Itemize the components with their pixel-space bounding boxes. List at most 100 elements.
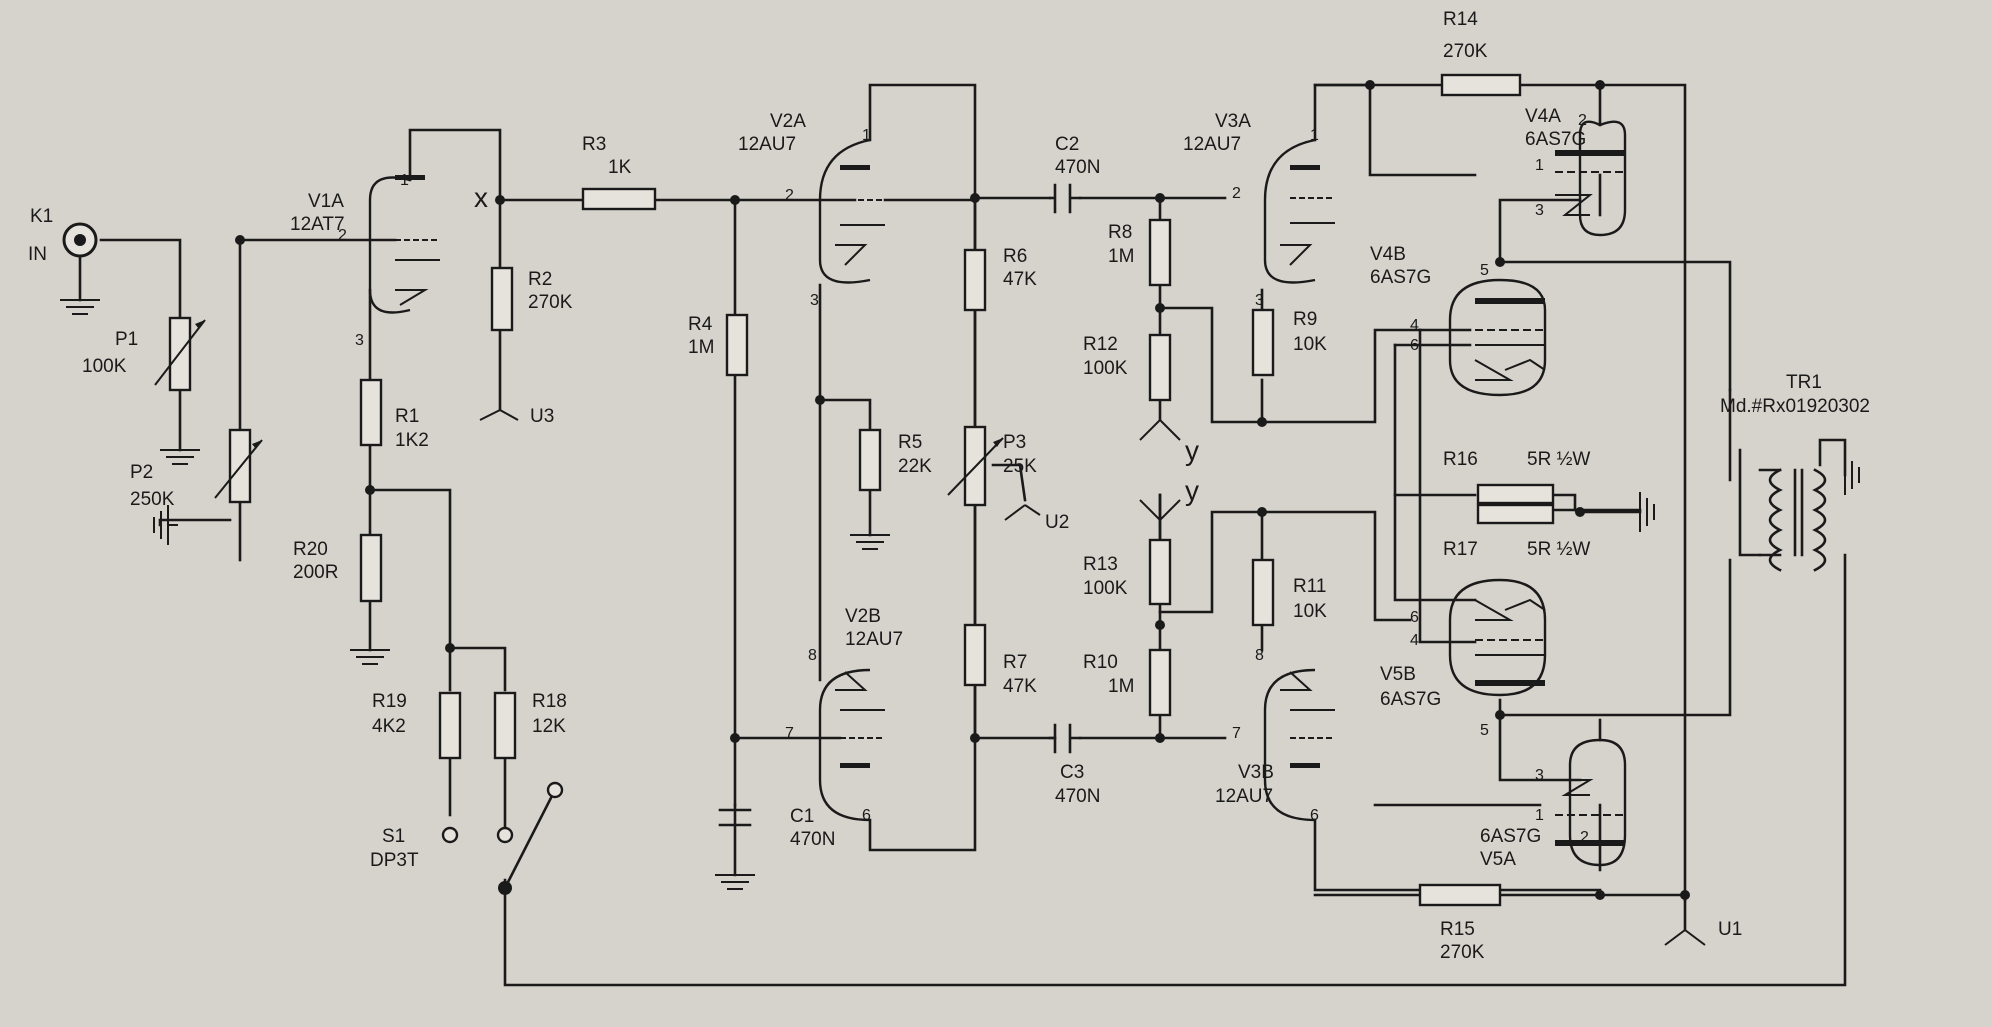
resistor-R2: [490, 266, 514, 332]
ground-icon: [350, 649, 390, 665]
label-R17-value: 5R ½W: [1527, 539, 1590, 560]
label-R18-ref: R18: [532, 691, 567, 712]
label-V2B-ref: V2B: [845, 606, 881, 627]
resistor-R14: [1440, 73, 1522, 97]
label-R19-value: 4K2: [372, 716, 406, 737]
tube-V5A: [1555, 738, 1627, 867]
label-C2-value: 470N: [1055, 157, 1100, 178]
label-C1-value: 470N: [790, 829, 835, 850]
label-R19-ref: R19: [372, 691, 407, 712]
label-TR1-value: Md.#Rx01920302: [1720, 396, 1870, 417]
pin-label: 3: [810, 292, 819, 309]
label-R3-value: 1K: [608, 157, 632, 178]
pin-label: 2: [785, 187, 794, 204]
label-C3-ref: C3: [1060, 762, 1084, 783]
label-R3-ref: R3: [582, 134, 606, 155]
label-R1-ref: R1: [395, 406, 419, 427]
tube-V4B: [1448, 278, 1547, 397]
pin-label: 6: [862, 807, 871, 824]
label-V2B-value: 12AU7: [845, 629, 903, 650]
pin-label: 4: [1410, 317, 1419, 334]
pin-label: 3: [355, 332, 364, 349]
label-R7-value: 47K: [1003, 676, 1037, 697]
label-R4-value: 1M: [688, 337, 714, 358]
capacitor-C3: [1048, 723, 1082, 754]
label-P3-value: 25K: [1003, 456, 1037, 477]
label-V3A-ref: V3A: [1215, 111, 1251, 132]
label-R10-value: 1M: [1108, 676, 1134, 697]
ground-icon: [1639, 492, 1655, 532]
label-R7-ref: R7: [1003, 652, 1027, 673]
label-R15-value: 270K: [1440, 942, 1485, 963]
capacitors: [718, 183, 1082, 827]
label-R16-value: 5R ½W: [1527, 449, 1590, 470]
label-V5A-value: 6AS7G: [1480, 826, 1541, 847]
resistor-R16: [1476, 483, 1555, 505]
pot-arrows: [154, 319, 1004, 499]
resistor-R5: [858, 428, 882, 492]
pin-label: 5: [1480, 722, 1489, 739]
ground-icon: [60, 299, 100, 315]
label-net-x: x: [474, 182, 488, 213]
label-R5-value: 22K: [898, 456, 932, 477]
tube-V2B: [818, 668, 885, 822]
tube-V4A: [1555, 120, 1627, 237]
label-V4A-ref: V4A: [1525, 106, 1561, 127]
label-R20-value: 200R: [293, 562, 338, 583]
label-P2-value: 250K: [130, 489, 175, 510]
label-S1-value: DP3T: [370, 850, 419, 871]
tube-V2A: [818, 138, 885, 284]
switch-S1: [441, 781, 564, 895]
pin-label: 2: [1580, 829, 1589, 846]
label-P3-ref: P3: [1003, 432, 1026, 453]
label-P1-value: 100K: [82, 356, 127, 377]
pin-label: 3: [1255, 292, 1264, 309]
junctions: [235, 80, 1690, 900]
pin-label: 5: [1480, 262, 1489, 279]
resistor-R20: [359, 533, 383, 603]
pin-label: 1: [1535, 807, 1544, 824]
label-R12-value: 100K: [1083, 358, 1128, 379]
label-R10-ref: R10: [1083, 652, 1118, 673]
pin-label: 1: [862, 127, 871, 144]
label-R16-ref: R16: [1443, 449, 1478, 470]
tube-V5B: [1448, 578, 1547, 697]
pin-label: 7: [785, 725, 794, 742]
label-P1-ref: P1: [115, 329, 138, 350]
resistor-R3: [581, 187, 657, 211]
label-C1-ref: C1: [790, 806, 814, 827]
label-V3B-ref: V3B: [1238, 762, 1274, 783]
label-R8-ref: R8: [1108, 222, 1132, 243]
label-R11-value: 10K: [1293, 601, 1327, 622]
wires: [78, 83, 1847, 987]
resistor-R17: [1476, 503, 1555, 525]
labels: K1 IN P1 100K P2 250K V1A 12AT7 2 1 3 x …: [28, 9, 1870, 963]
label-V1A-ref: V1A: [308, 191, 344, 212]
label-R15-ref: R15: [1440, 919, 1475, 940]
jack-K1: [62, 222, 98, 258]
label-R9-value: 10K: [1293, 334, 1327, 355]
label-R5-ref: R5: [898, 432, 922, 453]
pin-label: 3: [1535, 202, 1544, 219]
resistor-R13: [1148, 538, 1172, 606]
pin-label: 8: [808, 647, 817, 664]
label-R9-ref: R9: [1293, 309, 1317, 330]
resistor-R10: [1148, 648, 1172, 717]
resistor-R11: [1251, 558, 1275, 627]
label-R14-value: 270K: [1443, 41, 1488, 62]
label-R8-value: 1M: [1108, 246, 1134, 267]
pin-label: 3: [1535, 767, 1544, 784]
resistor-R1: [359, 378, 383, 447]
pin-label: 8: [1255, 647, 1264, 664]
label-net-U1: U1: [1718, 919, 1742, 940]
tube-V3A: [1263, 138, 1335, 284]
label-net-y-top: y: [1185, 435, 1199, 466]
tubes: [368, 120, 1627, 867]
transformer-TR1: [1758, 468, 1827, 572]
label-C2-ref: C2: [1055, 134, 1079, 155]
label-net-U2: U2: [1045, 512, 1069, 533]
label-V2A-value: 12AU7: [738, 134, 796, 155]
label-R13-value: 100K: [1083, 578, 1128, 599]
label-TR1-ref: TR1: [1786, 372, 1822, 393]
